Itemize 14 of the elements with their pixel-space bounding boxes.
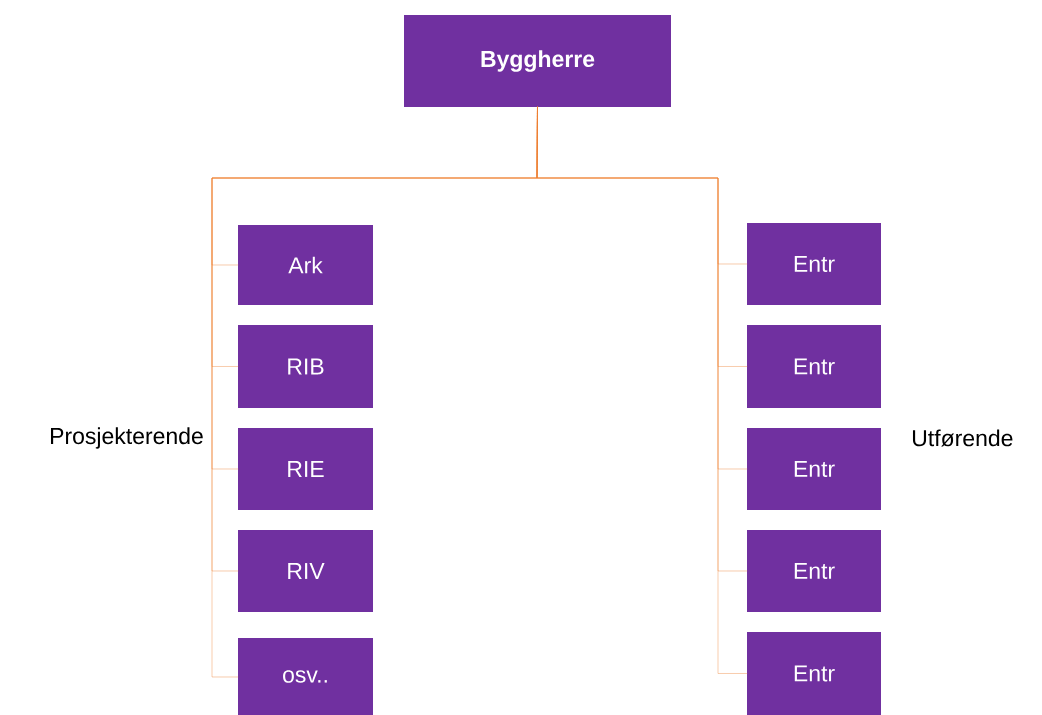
connector-line [536, 107, 747, 674]
role-box: RIB [238, 325, 373, 408]
role-box: RIE [238, 428, 373, 510]
role-box: Ark [238, 225, 373, 305]
group-label: Prosjekterende [51, 427, 203, 449]
role-box: osv.. [238, 638, 373, 715]
role-box: Entr [747, 325, 881, 408]
role-box: Entr [747, 632, 881, 715]
group-label: Utførende [912, 429, 1013, 447]
role-box: Entr [747, 428, 881, 510]
role-box: Entr [747, 223, 881, 305]
role-box: RIV [238, 530, 373, 612]
role-box: Entr [747, 530, 881, 612]
top-box: Byggherre [404, 15, 671, 107]
